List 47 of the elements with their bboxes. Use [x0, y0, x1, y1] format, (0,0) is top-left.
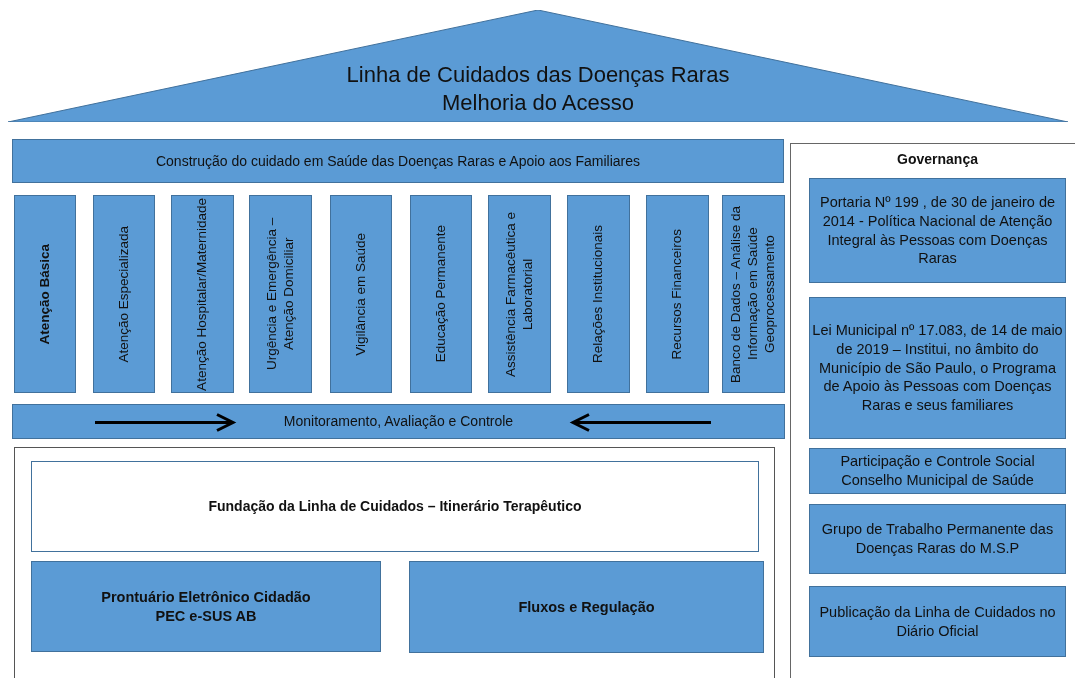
box-label: Construção do cuidado em Saúde das Doenças Raras e Apoio aos Familiares — [155, 151, 641, 171]
box-label: Fundação da Linha de Cuidados – Itinerário Terapêutico — [208, 497, 582, 516]
pillar-box — [567, 195, 630, 393]
box-label: Publicação da Linha de Cuidados no Diário Oficial — [818, 602, 1057, 641]
pillar-box — [330, 195, 392, 393]
pillar-box — [93, 195, 155, 393]
box-label: Vigilância em Saúde — [352, 232, 369, 356]
box-label: Atenção Hospitalar/Maternidade — [194, 197, 211, 391]
panel-heading: Governança — [897, 150, 978, 169]
process-box — [31, 561, 381, 652]
info-box — [809, 297, 1066, 439]
box-label: Atenção Especializada — [115, 225, 132, 363]
process-box — [409, 561, 764, 653]
box-label: Lei Municipal nº 17.083, de 14 de maio de 2019 – Institui, no âmbito do Município de São Paulo, o Programa de Apoio às Pessoas com Doenças Raras e seus familiares — [811, 320, 1064, 416]
box-label: Atenção Básica — [36, 243, 53, 345]
box-label: Grupo de Trabalho Permanente das Doenças Raras do M.S.P — [820, 520, 1055, 558]
box-label: Participação e Controle Social Conselho Municipal de Saúde — [839, 452, 1036, 490]
box-label: PEC e-SUS AB — [155, 606, 257, 626]
banner-bar — [12, 404, 785, 439]
box-label: Urgência e Emergência – Atenção Domiciliar — [263, 216, 297, 373]
foundation-box — [31, 461, 759, 552]
box-label: Relações Institucionais — [590, 224, 607, 364]
info-box — [809, 586, 1066, 657]
box-label: Prontuário Eletrônico Cidadão — [101, 587, 311, 607]
box-label: Assistência Farmacêutica e Laboratorial — [502, 210, 536, 379]
pillar-box — [722, 195, 785, 393]
pillar-box — [488, 195, 551, 393]
pillar-box — [410, 195, 472, 393]
box-label: Fluxos e Regulação — [518, 597, 655, 617]
banner-title: Linha de Cuidados das Doenças Raras — [346, 61, 730, 89]
pillar-box — [171, 195, 234, 393]
box-label: Portaria Nº 199 , de 30 de janeiro de 2014 - Política Nacional de Atenção Integral às Pessoas com Doenças Raras — [819, 192, 1056, 269]
box-label: Recursos Financeiros — [669, 228, 686, 360]
banner-bar — [12, 139, 784, 183]
banner-subtitle: Melhoria do Acesso — [442, 88, 634, 116]
info-box — [809, 504, 1066, 574]
side-panel — [790, 143, 1075, 678]
pillar-box — [249, 195, 312, 393]
foundation-frame — [14, 447, 775, 678]
box-label: Monitoramento, Avaliação e Controle — [283, 412, 514, 431]
info-box — [809, 448, 1066, 494]
box-label: Educação Permanente — [432, 225, 449, 363]
pillar-box — [646, 195, 709, 393]
info-box — [809, 178, 1066, 283]
box-label: Banco de Dados – Análise da Informação em Saúde Geoprocessamento — [728, 204, 778, 385]
pillar-box — [14, 195, 76, 393]
roof-banner — [8, 10, 1068, 122]
